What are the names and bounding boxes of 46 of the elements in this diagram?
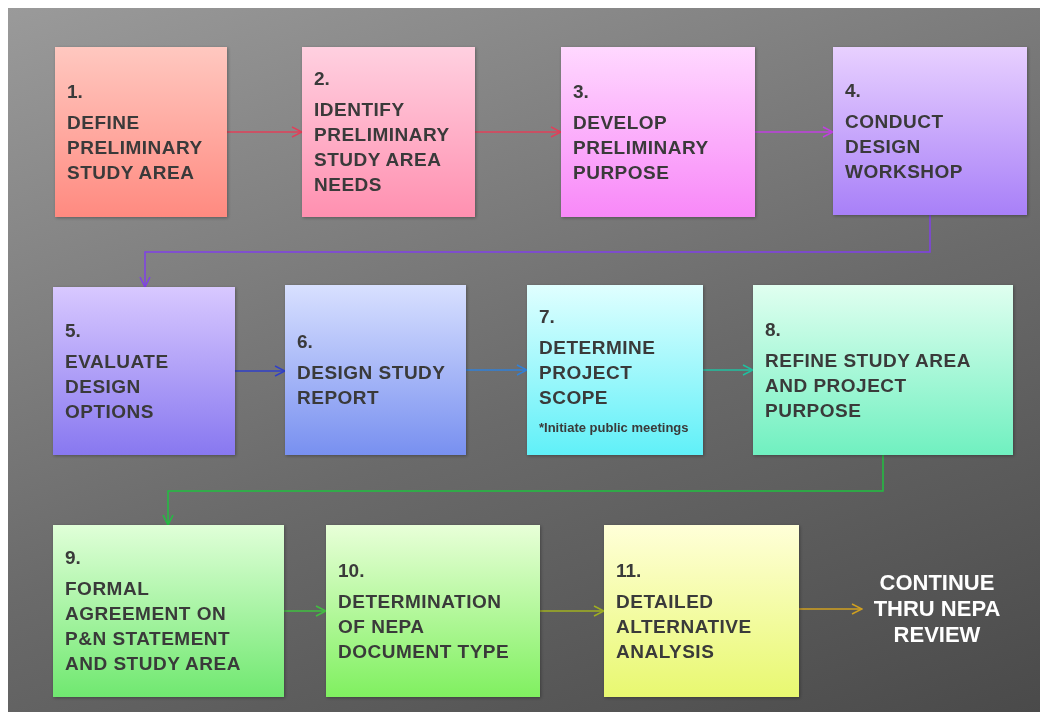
step-number: 8.	[765, 317, 782, 342]
step-box	[833, 47, 1027, 215]
step-number: 7.	[539, 305, 556, 329]
step-box	[753, 285, 1013, 455]
arrow	[754, 126, 834, 138]
step-box	[561, 47, 755, 217]
step-title: REFINE STUDY AREA AND PROJECT PURPOSE	[765, 348, 972, 423]
step-title: DESIGN STUDY REPORT	[297, 361, 447, 410]
step-title: CONDUCT DESIGN WORKSHOP	[845, 109, 964, 184]
step-box	[604, 525, 799, 697]
step-box	[285, 285, 466, 455]
arrow	[539, 605, 605, 617]
step-box	[53, 287, 235, 455]
step-box	[326, 525, 540, 697]
step-box	[53, 525, 284, 697]
step-number: 6.	[297, 330, 314, 354]
step-note: *Initiate public meetings	[539, 420, 690, 435]
step-box	[55, 47, 227, 217]
end-label: CONTINUE THRU NEPA REVIEW	[872, 570, 1002, 648]
arrow	[139, 214, 931, 288]
step-title: IDENTIFY PRELIMINARY STUDY AREA NEEDS	[314, 98, 451, 197]
step-title: DETERMINE PROJECT SCOPE	[539, 336, 657, 410]
step-box	[302, 47, 475, 217]
arrow	[226, 126, 303, 138]
step-title: DETERMINATION OF NEPA DOCUMENT TYPE	[338, 589, 511, 664]
step-number: 1.	[67, 79, 84, 104]
step-number: 10.	[338, 558, 366, 583]
arrow	[798, 603, 863, 615]
step-number: 11.	[616, 558, 643, 583]
step-title: EVALUATE DESIGN OPTIONS	[65, 349, 170, 424]
step-number: 2.	[314, 67, 331, 91]
step-number: 5.	[65, 318, 82, 343]
arrow	[474, 126, 562, 138]
arrow	[283, 605, 327, 617]
step-number: 4.	[845, 78, 862, 103]
step-box	[527, 285, 703, 455]
arrow	[162, 454, 884, 526]
step-title: DETAILED ALTERNATIVE ANALYSIS	[616, 589, 753, 664]
step-title: FORMAL AGREEMENT ON P&N STATEMENT AND STUDY AREA	[65, 577, 242, 676]
step-title: DEFINE PRELIMINARY STUDY AREA	[67, 110, 204, 185]
step-number: 3.	[573, 79, 590, 104]
step-title: DEVELOP PRELIMINARY PURPOSE	[573, 110, 710, 185]
arrow	[234, 365, 286, 377]
step-number: 9.	[65, 546, 82, 570]
arrow	[465, 364, 528, 376]
arrow	[702, 364, 754, 376]
